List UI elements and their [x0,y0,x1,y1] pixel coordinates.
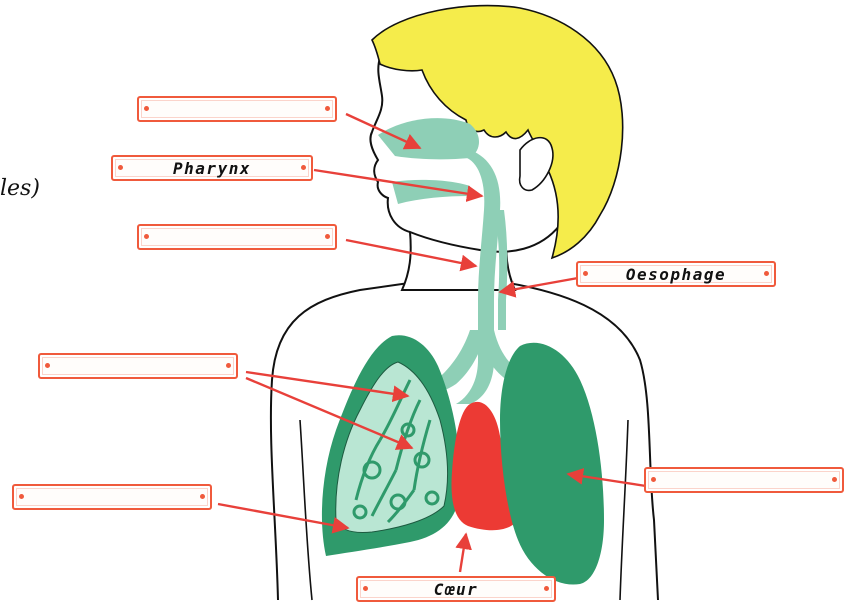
label-box-oesophage[interactable]: Oesophage [576,261,776,287]
label-box-pharynx[interactable]: Pharynx [111,155,313,181]
label-text: Oesophage [578,265,774,284]
label-box-bronchi[interactable] [38,353,238,379]
label-box-lung[interactable] [644,467,844,493]
side-text: les) [0,176,40,201]
label-text: Cœur [358,580,554,599]
label-text: Pharynx [113,159,311,178]
label-box-trachea[interactable] [137,224,337,250]
label-box-nasal-cavity[interactable] [137,96,337,122]
label-box-coeur[interactable]: Cœur [356,576,556,602]
label-box-alveoli[interactable] [12,484,212,510]
